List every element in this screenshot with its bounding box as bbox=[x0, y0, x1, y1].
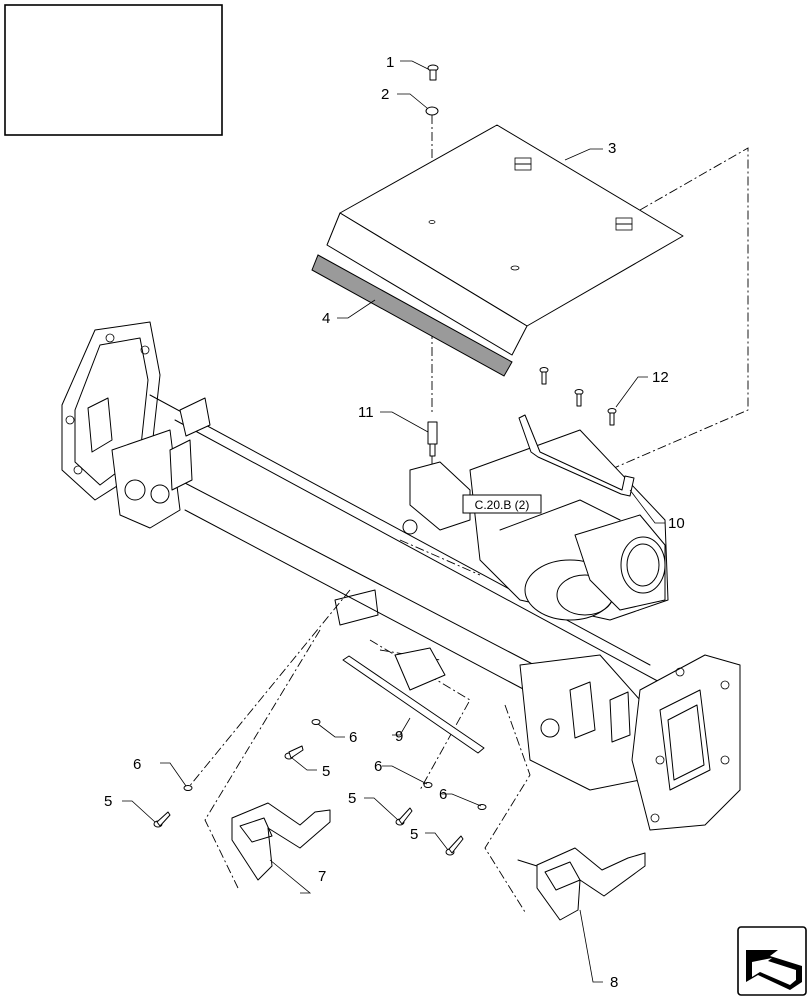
callout-6d: 6 bbox=[439, 786, 447, 803]
guard-part-8 bbox=[517, 847, 646, 921]
callout-4: 4 bbox=[322, 310, 330, 327]
callout-1: 1 bbox=[386, 54, 394, 71]
bracket-part-10 bbox=[518, 414, 635, 497]
next-page-arrow-icon[interactable] bbox=[737, 926, 807, 996]
callout-12: 12 bbox=[652, 369, 669, 386]
callout-5c: 5 bbox=[348, 790, 356, 807]
leader-lines bbox=[122, 60, 665, 983]
callout-11: 11 bbox=[358, 404, 374, 421]
screw-part-1 bbox=[427, 64, 439, 81]
washer-part-2 bbox=[425, 106, 439, 116]
callout-labels: 1 2 3 4 11 12 10 9 7 8 6 6 6 6 5 5 5 5 bbox=[104, 54, 685, 991]
callout-10: 10 bbox=[668, 515, 685, 532]
callout-5d: 5 bbox=[410, 826, 418, 843]
callout-8: 8 bbox=[610, 974, 618, 991]
screws-part-5 bbox=[153, 745, 464, 856]
plate-part-9 bbox=[342, 655, 485, 754]
reference-label: C.20.B (2) bbox=[475, 498, 530, 512]
callout-2: 2 bbox=[381, 86, 389, 103]
guard-part-7 bbox=[231, 802, 331, 881]
callout-7: 7 bbox=[318, 868, 326, 885]
title-box bbox=[4, 4, 223, 136]
bolts-part-12 bbox=[539, 367, 617, 426]
callout-5a: 5 bbox=[104, 793, 112, 810]
callout-6c: 6 bbox=[374, 758, 382, 775]
callout-3: 3 bbox=[608, 140, 616, 157]
callout-6a: 6 bbox=[133, 756, 141, 773]
cover-plate bbox=[326, 124, 684, 356]
reference-box bbox=[462, 494, 542, 514]
callout-6b: 6 bbox=[349, 729, 357, 746]
callout-9: 9 bbox=[395, 728, 403, 745]
rubber-strip bbox=[311, 254, 513, 377]
axle-housing bbox=[61, 321, 741, 831]
standoff-part-11 bbox=[427, 421, 438, 457]
callout-5b: 5 bbox=[322, 763, 330, 780]
